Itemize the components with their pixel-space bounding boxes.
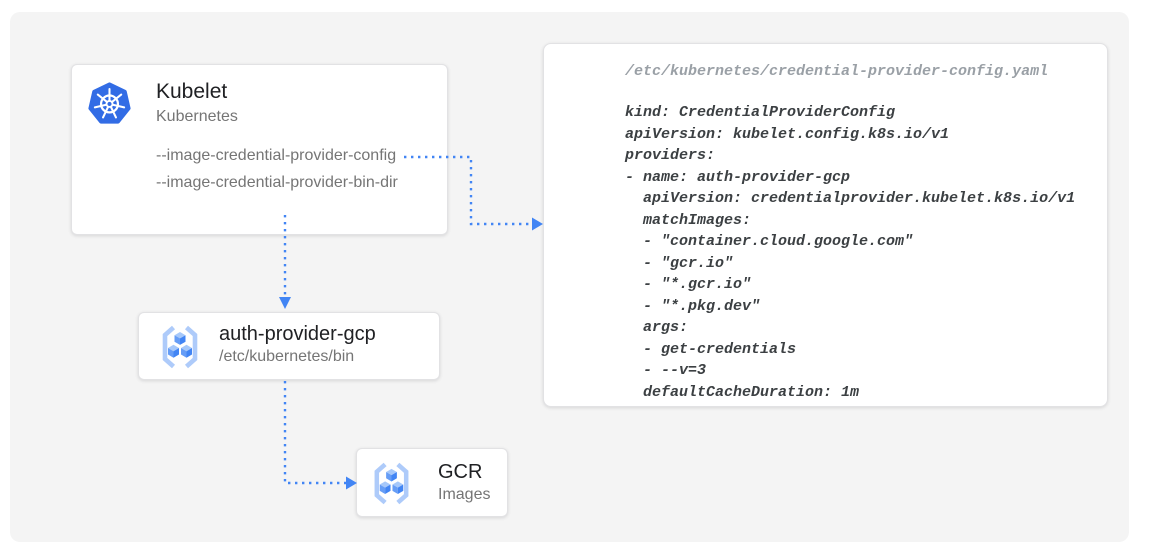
code-line: defaultCacheDuration: 1m [625,383,860,401]
flag-image-credential-provider-bin-dir: --image-credential-provider-bin-dir [156,174,398,191]
config-yaml-panel: /etc/kubernetes/credential-provider-conf… [543,43,1108,407]
auth-provider-gcp-path: /etc/kubernetes/bin [219,348,355,365]
code-line: matchImages: [625,211,752,229]
kubelet-node: Kubelet Kubernetes --image-credential-pr… [71,64,448,235]
code-line: - "*.pkg.dev" [625,297,761,315]
code-line: - name: auth-provider-gcp [625,168,851,186]
gcr-subtitle: Images [438,486,491,503]
kubernetes-helm-icon [88,82,131,124]
auth-provider-gcp-node: auth-provider-gcp /etc/kubernetes/bin [138,312,440,380]
code-line: apiVersion: credentialprovider.kubelet.k… [625,190,1076,207]
gcr-registry-icon [374,462,409,505]
code-line: apiVersion: kubelet.config.k8s.io/v1 [625,125,950,143]
code-line: - "container.cloud.google.com" [625,233,914,250]
code-line: args: [625,319,689,336]
config-yaml-filename: /etc/kubernetes/credential-provider-conf… [625,63,1049,80]
code-line: providers: [625,147,716,164]
flag-image-credential-provider-config: --image-credential-provider-config [156,147,397,164]
kubelet-subtitle: Kubernetes [156,108,238,125]
code-line: - "gcr.io" [625,254,734,272]
gcr-registry-icon [162,325,198,369]
gcr-title: GCR [438,461,483,483]
code-line: - "*.gcr.io" [625,276,752,293]
auth-provider-gcp-title: auth-provider-gcp [219,323,376,345]
config-yaml-code: kind: CredentialProviderConfig apiVersio… [625,102,1097,403]
code-line: - --v=3 [625,362,707,379]
code-line: kind: CredentialProviderConfig [625,104,896,121]
code-line: - get-credentials [625,340,797,358]
gcr-node: GCR Images [356,448,508,517]
kubelet-title: Kubelet [156,80,228,103]
